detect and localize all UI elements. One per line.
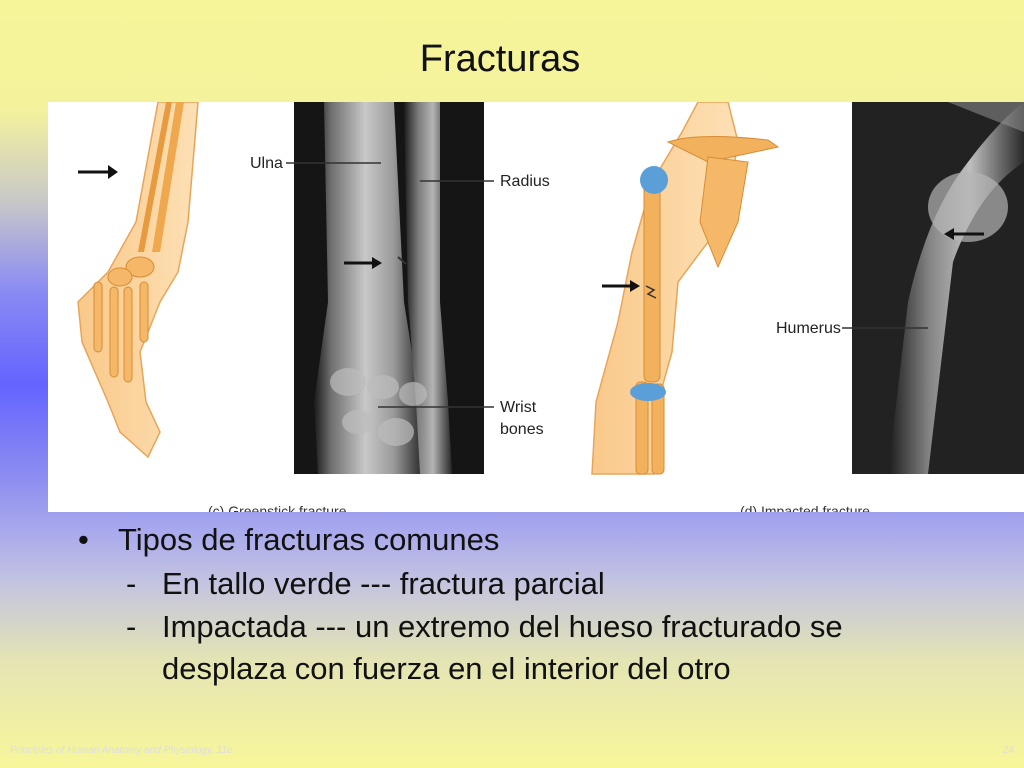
fracture-illustration: Ulna Radius Wrist bones Humerus (c) Gree… — [77, 102, 1024, 512]
label-wrist-line2: bones — [500, 421, 544, 438]
label-ulna: Ulna — [250, 155, 283, 172]
arrow-icon — [944, 228, 984, 240]
impacted-xray — [842, 102, 1024, 474]
bullet-dot: • — [78, 522, 89, 557]
bullet-list: • Tipos de fracturas comunes - En tallo … — [78, 518, 978, 690]
label-radius: Radius — [500, 173, 550, 190]
label-humerus: Humerus — [776, 320, 841, 337]
forearm-drawing — [77, 102, 199, 459]
bullet-main-text: Tipos de fracturas comunes — [118, 522, 500, 557]
bullet-sub-1: - En tallo verde --- fractura parcial — [78, 562, 978, 606]
bullet-sub-2-line2: desplaza con fuerza en el interior del o… — [162, 651, 731, 686]
arrow-icon — [78, 165, 118, 179]
greenstick-xray — [286, 102, 494, 474]
footer-source: Principles of Human Anatomy and Physiolo… — [10, 745, 233, 756]
bullet-dash: - — [126, 609, 137, 644]
bullet-sub-1-text: En tallo verde --- fractura parcial — [162, 566, 605, 601]
bullet-sub-2: - Impactada --- un extremo del hueso fra… — [78, 606, 978, 690]
slide-title: Fracturas — [419, 38, 581, 80]
footer-page-number: 24 — [1002, 745, 1014, 756]
bullet-sub-2-line1: Impactada --- un extremo del hueso fract… — [162, 609, 843, 644]
fracture-figure: Ulna Radius Wrist bones Humerus (c) Gree… — [48, 102, 1024, 512]
caption-impacted: (d) Impacted fracture — [740, 503, 870, 512]
caption-greenstick: (c) Greenstick fracture — [208, 503, 347, 512]
arm-drawing — [591, 102, 780, 475]
bullet-main: • Tipos de fracturas comunes — [78, 518, 978, 562]
arrow-icon — [602, 280, 640, 292]
arrow-icon — [344, 257, 382, 269]
label-wrist-line1: Wrist — [500, 399, 537, 416]
bullet-dash: - — [126, 566, 137, 601]
